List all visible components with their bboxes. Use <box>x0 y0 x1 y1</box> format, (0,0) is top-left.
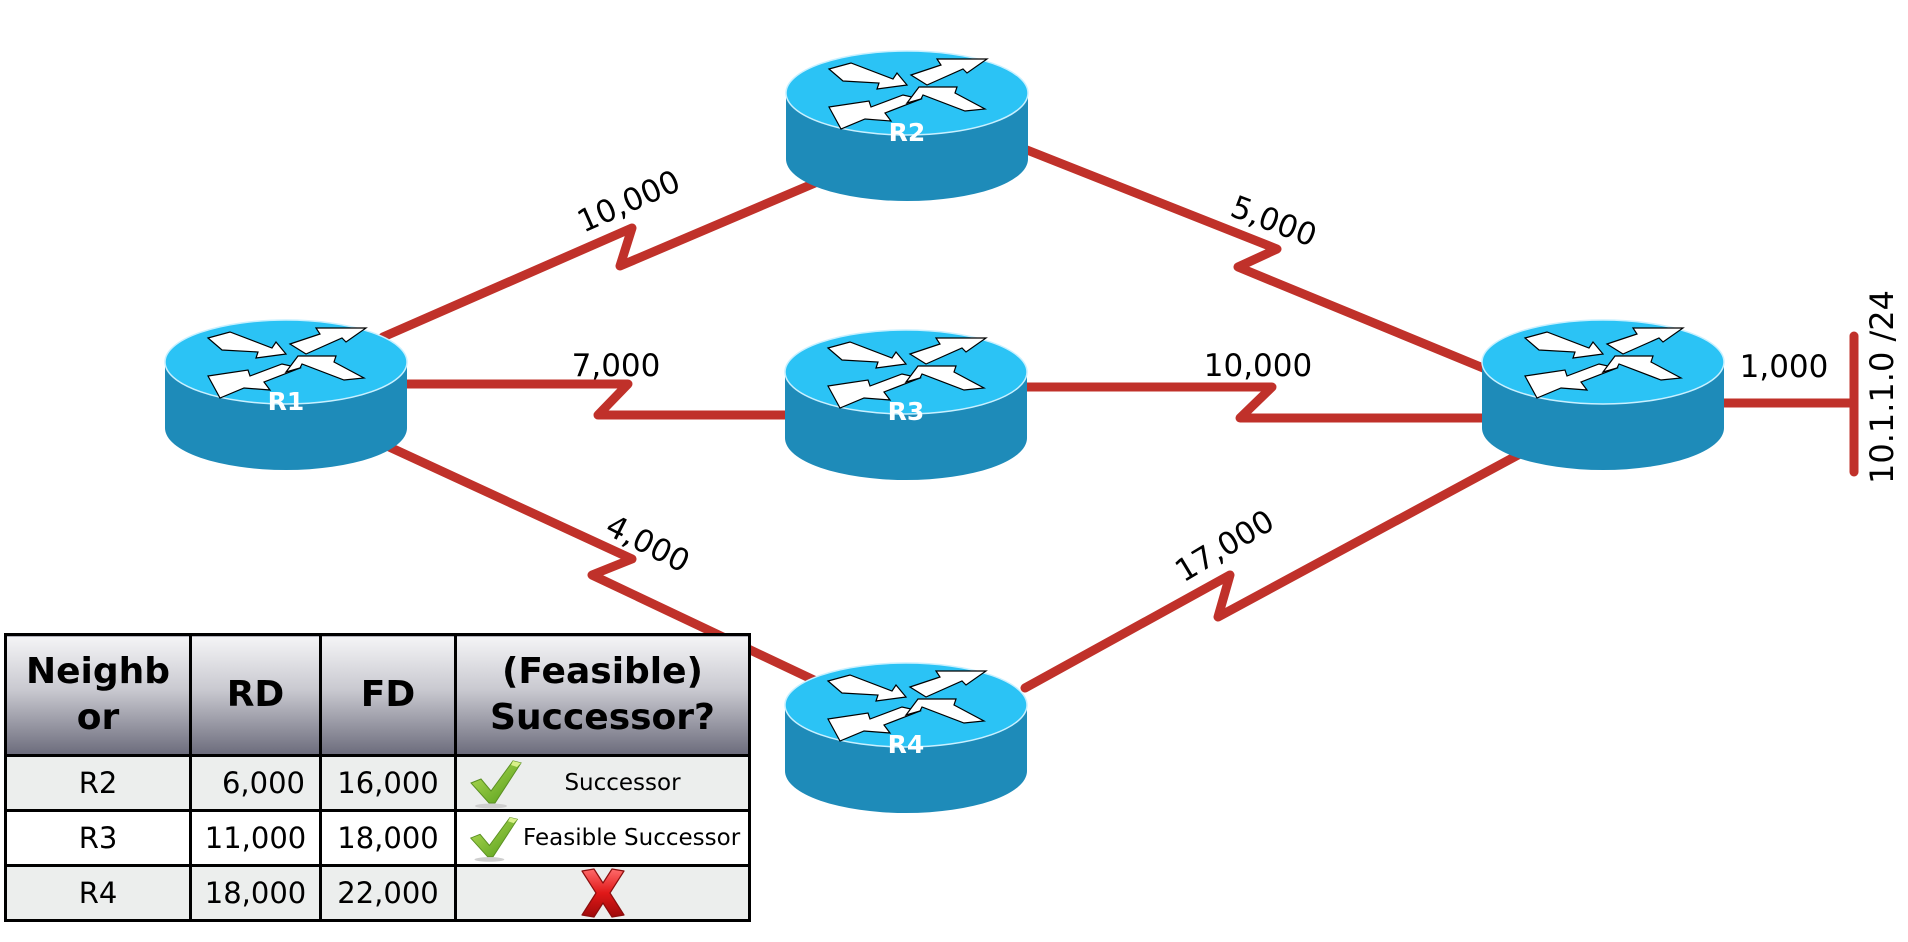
cell-neighbor: R4 <box>4 864 192 922</box>
cell-rd: 6,000 <box>189 754 322 812</box>
check-icon <box>470 760 522 809</box>
router-r3: R3 <box>784 329 1028 480</box>
links-layer <box>378 145 1859 693</box>
router-label: R4 <box>888 730 925 759</box>
cell-status <box>454 864 751 922</box>
router-r2: R2 <box>785 50 1029 201</box>
table-row: R3 11,000 18,000 Feasible Su <box>4 809 751 867</box>
cell-fd: 18,000 <box>319 809 457 867</box>
header-neighbor-line2: or <box>76 697 120 738</box>
link-label-r3-r5: 10,000 <box>1204 348 1312 384</box>
header-neighbor: Neighb or <box>4 633 192 757</box>
x-icon <box>580 868 625 918</box>
eigrp-topology-table: Neighb or RD FD (Feasible) Successor? R2… <box>4 633 751 922</box>
header-neighbor-line1: Neighb <box>25 651 171 692</box>
table-row: R2 6,000 16,000 Successor <box>4 754 751 812</box>
router-r1: R1 <box>164 319 408 470</box>
router-r4: R4 <box>784 662 1028 813</box>
header-successor-line2: Successor? <box>490 697 715 738</box>
link-r1-r3 <box>402 379 795 420</box>
check-icon <box>469 816 519 862</box>
link-r3-r5 <box>1020 382 1493 423</box>
link-label-r1-r3: 7,000 <box>572 348 661 384</box>
link-label-r5-network: 1,000 <box>1740 349 1829 385</box>
table-row: R4 18,000 22,000 <box>4 864 751 922</box>
status-text: Feasible Successor <box>523 825 741 851</box>
link-r2-r5 <box>1022 145 1493 375</box>
cell-rd: 18,000 <box>189 864 322 922</box>
cell-rd: 11,000 <box>189 809 322 867</box>
link-r1-r4 <box>380 440 823 687</box>
header-successor-line1: (Feasible) <box>501 651 704 692</box>
link-r1-r2 <box>378 175 827 342</box>
table-header-row: Neighb or RD FD (Feasible) Successor? <box>4 633 751 757</box>
router-label: R3 <box>888 397 925 426</box>
cell-status: Feasible Successor <box>454 809 751 867</box>
router-top <box>1481 319 1725 405</box>
network-label: 10.1.1.0 /24 <box>1863 290 1901 484</box>
cell-fd: 16,000 <box>319 754 457 812</box>
cell-fd: 22,000 <box>319 864 457 922</box>
cell-neighbor: R3 <box>4 809 192 867</box>
cell-neighbor: R2 <box>4 754 192 812</box>
router-label: R2 <box>889 118 926 147</box>
router-r5 <box>1481 319 1725 470</box>
header-successor: (Feasible) Successor? <box>454 633 751 757</box>
link-r4-r5 <box>1020 450 1523 693</box>
header-rd: RD <box>189 633 322 757</box>
header-fd: FD <box>319 633 457 757</box>
router-label: R1 <box>268 387 305 416</box>
status-text: Successor <box>564 770 681 796</box>
cell-status: Successor <box>454 754 751 812</box>
